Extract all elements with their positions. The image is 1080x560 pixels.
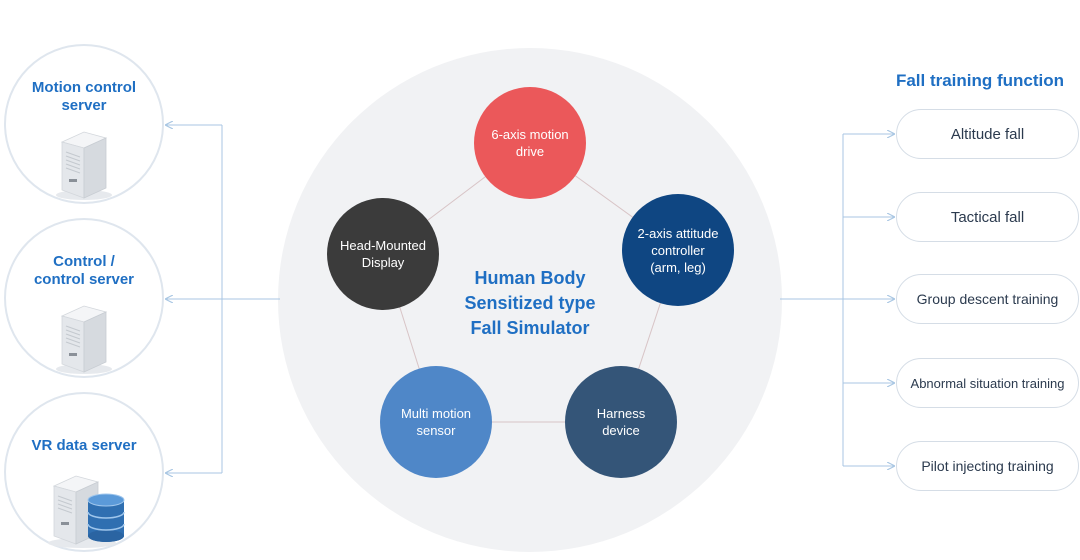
- vr-data-server: VR data server: [4, 392, 164, 552]
- server-tower-icon: [56, 305, 112, 374]
- right-connectors: [780, 134, 894, 466]
- server-label: VR data server: [31, 437, 137, 454]
- training-item-group-descent: Group descent training: [896, 274, 1079, 324]
- server-label: Control / control server: [33, 253, 135, 288]
- two-axis-attitude-controller-node: 2-axis attitude controller (arm, leg): [622, 194, 734, 306]
- motion-control-server: Motion control server: [4, 44, 164, 204]
- center-title: Human Body Sensitized type Fall Simulato…: [464, 268, 596, 338]
- left-connectors: [166, 125, 280, 473]
- six-axis-motion-drive-node: 6-axis motion drive: [474, 87, 586, 199]
- harness-device-node: Harness device: [565, 366, 677, 478]
- multi-motion-sensor-node: Multi motion sensor: [380, 366, 492, 478]
- control-server: Control / control server: [4, 218, 164, 378]
- fall-training-title: Fall training function: [895, 71, 1065, 90]
- server-database-icon: [48, 475, 125, 548]
- training-item-altitude-fall: Altitude fall: [896, 109, 1079, 159]
- server-tower-icon: [56, 131, 112, 200]
- server-label: Motion control server: [31, 79, 137, 114]
- head-mounted-display-node: Head-Mounted Display: [327, 198, 439, 310]
- training-item-pilot-injecting: Pilot injecting training: [896, 441, 1079, 491]
- training-item-tactical-fall: Tactical fall: [896, 192, 1079, 242]
- database-stack: [87, 493, 125, 542]
- training-item-abnormal-situation: Abnormal situation training: [896, 358, 1079, 408]
